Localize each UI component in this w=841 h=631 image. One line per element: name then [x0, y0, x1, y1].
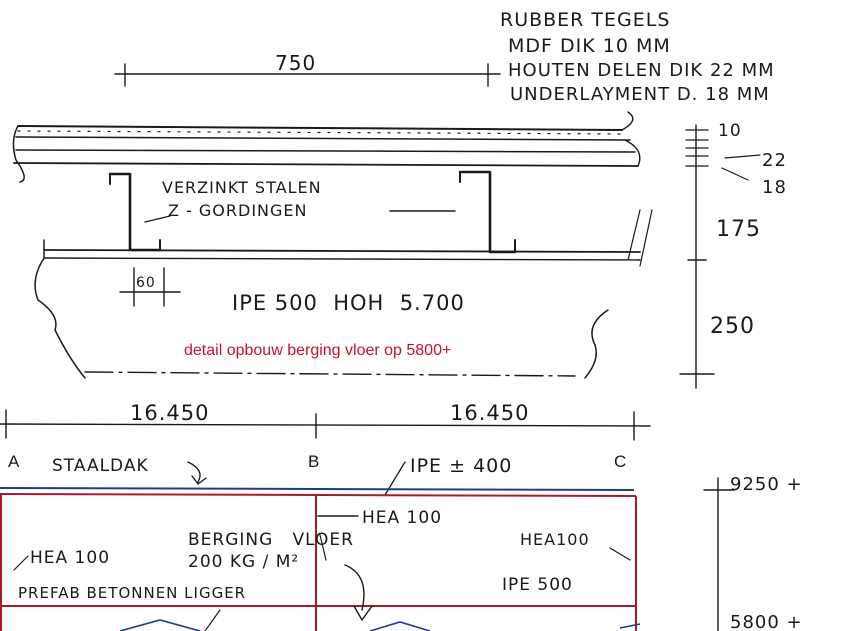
dim-label-250: 250 — [710, 314, 755, 339]
precast-beam-label: PREFAB BETONNEN LIGGER — [18, 584, 246, 602]
z-purlin-right — [458, 170, 517, 254]
storage-leader — [319, 534, 327, 561]
flange-dim-label: 60 — [136, 275, 156, 291]
floor-deck — [12, 111, 641, 183]
hea-left-leader — [13, 555, 29, 571]
storage-label-2: 200 KG / M² — [188, 552, 299, 572]
roof-label-arrow — [187, 461, 207, 485]
span-right-label: 16.450 — [450, 401, 529, 425]
layer-height-dimensions: 10 22 18 175 250 — [679, 121, 787, 389]
ipe-beam — [34, 209, 653, 379]
span-dim-label: 750 — [275, 51, 316, 75]
span-left-label: 16.450 — [130, 401, 209, 425]
beam-label: IPE 500 HOH 5.700 — [232, 291, 465, 315]
layer-note-underlayment: UNDERLAYMENT D. 18 MM — [510, 84, 770, 105]
level-floor-label: 5800 + — [730, 612, 803, 631]
precast-leader — [204, 609, 221, 631]
ridge-beam-label: IPE ± 400 — [410, 455, 512, 477]
purlin-label-line-1: VERZINKT STALEN — [162, 178, 322, 197]
red-detail-note: detail opbouw berging vloer op 5800+ — [184, 342, 451, 359]
hea-right-leader — [609, 547, 631, 561]
dim-label-10: 10 — [718, 121, 742, 141]
purlin-leader-left — [144, 215, 171, 223]
lower-roof-lines — [119, 619, 641, 631]
layer-note-rubber: RUBBER TEGELS — [500, 9, 670, 31]
cross-section: 16.450 16.450 A B C STAALDAK IPE ± 400 H… — [0, 401, 803, 631]
hea-left-label: HEA 100 — [30, 548, 110, 568]
grid-line-b: B — [308, 452, 319, 471]
span-dimensions: 16.450 16.450 — [0, 401, 651, 441]
dim-label-175: 175 — [716, 217, 761, 242]
dim-label-22: 22 — [762, 150, 787, 171]
level-dimension: 9250 + 5800 + — [703, 474, 803, 631]
floor-buildup-detail: RUBBER TEGELS MDF DIK 10 MM HOUTEN DELEN… — [12, 9, 787, 389]
ipe-right-label: IPE 500 — [502, 575, 573, 595]
flange-dim-60: 60 — [119, 267, 181, 307]
hea-center-label: HEA 100 — [362, 508, 442, 528]
roof-line — [0, 487, 635, 491]
level-top-label: 9250 + — [730, 474, 803, 495]
grid-line-a: A — [8, 452, 20, 471]
storage-arrow — [344, 564, 373, 621]
grid-line-c: C — [614, 452, 626, 471]
roof-label: STAALDAK — [52, 456, 149, 476]
storage-frame — [0, 493, 637, 631]
purlin-label-line-2: Z - GORDINGEN — [168, 201, 308, 220]
dim-label-18: 18 — [762, 177, 787, 198]
z-purlin-left — [108, 172, 162, 252]
layer-note-wood: HOUTEN DELEN DIK 22 MM — [508, 60, 775, 81]
layer-note-mdf: MDF DIK 10 MM — [508, 35, 671, 57]
storage-label-1: BERGING VLOER — [188, 530, 354, 550]
hea-right-label: HEA100 — [520, 530, 590, 549]
span-dimension-750: 750 — [114, 51, 501, 87]
